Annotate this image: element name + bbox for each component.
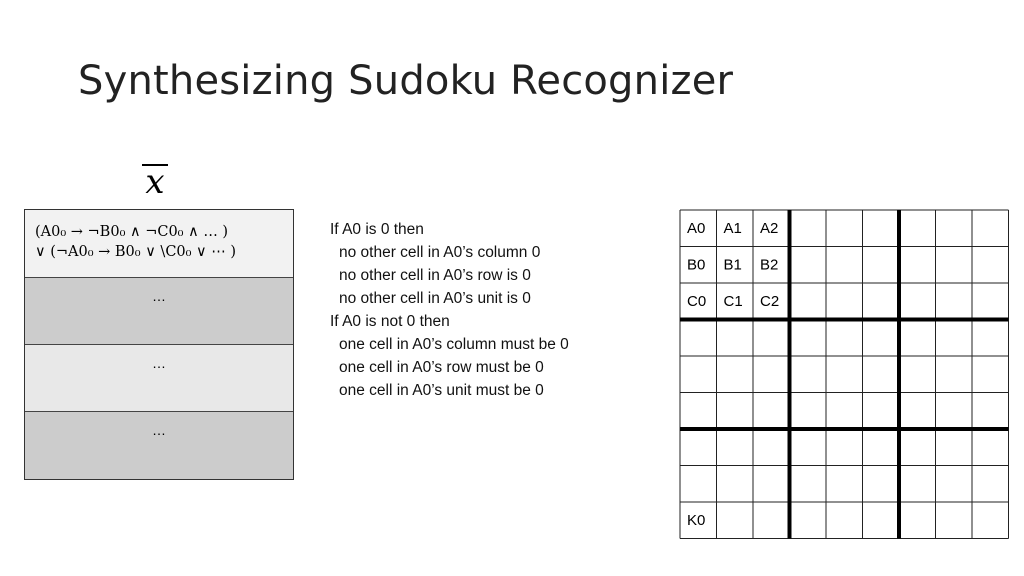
ellipsis-block-2: …: [25, 345, 293, 412]
cell-label: C1: [724, 293, 743, 310]
formula-block: (A0₀ → ¬B0₀ ∧ ¬C0₀ ∧ … ) ∨ (¬A0₀ → B0₀ ∨…: [25, 210, 293, 278]
cell-label: B0: [687, 257, 705, 274]
ellipsis-block-1: …: [25, 278, 293, 345]
rule-line: no other cell in A0’s unit is 0: [339, 290, 531, 307]
formula-stack: (A0₀ → ¬B0₀ ∧ ¬C0₀ ∧ … ) ∨ (¬A0₀ → B0₀ ∨…: [24, 209, 294, 480]
rule-line: If A0 is not 0 then: [330, 313, 450, 330]
cell-label: B1: [724, 257, 742, 274]
rule-line: one cell in A0’s unit must be 0: [339, 382, 544, 399]
rule-line: If A0 is 0 then: [330, 221, 424, 238]
cell-label: A1: [724, 220, 742, 237]
cell-label: A0: [687, 220, 705, 237]
cell-label: C2: [760, 293, 779, 310]
rule-line: one cell in A0’s column must be 0: [339, 336, 569, 353]
formula-line-1: (A0₀ → ¬B0₀ ∧ ¬C0₀ ∧ … ): [35, 224, 229, 240]
rule-line: one cell in A0’s row must be 0: [339, 359, 544, 376]
x-bar-symbol: x: [140, 160, 170, 204]
ellipsis-block-3: …: [25, 412, 293, 479]
cell-label: A2: [760, 220, 778, 237]
formula-line-2: ∨ (¬A0₀ → B0₀ ∨ \C0₀ ∨ ⋯ ): [35, 244, 237, 260]
constraint-rules: If A0 is 0 then no other cell in A0’s col…: [330, 218, 569, 402]
rule-line: no other cell in A0’s column 0: [339, 244, 541, 261]
cell-label: B2: [760, 257, 778, 274]
cell-label: K0: [687, 512, 705, 529]
rule-line: no other cell in A0’s row is 0: [339, 267, 531, 284]
cell-label: C0: [687, 293, 706, 310]
slide-title: Synthesizing Sudoku Recognizer: [78, 58, 734, 104]
